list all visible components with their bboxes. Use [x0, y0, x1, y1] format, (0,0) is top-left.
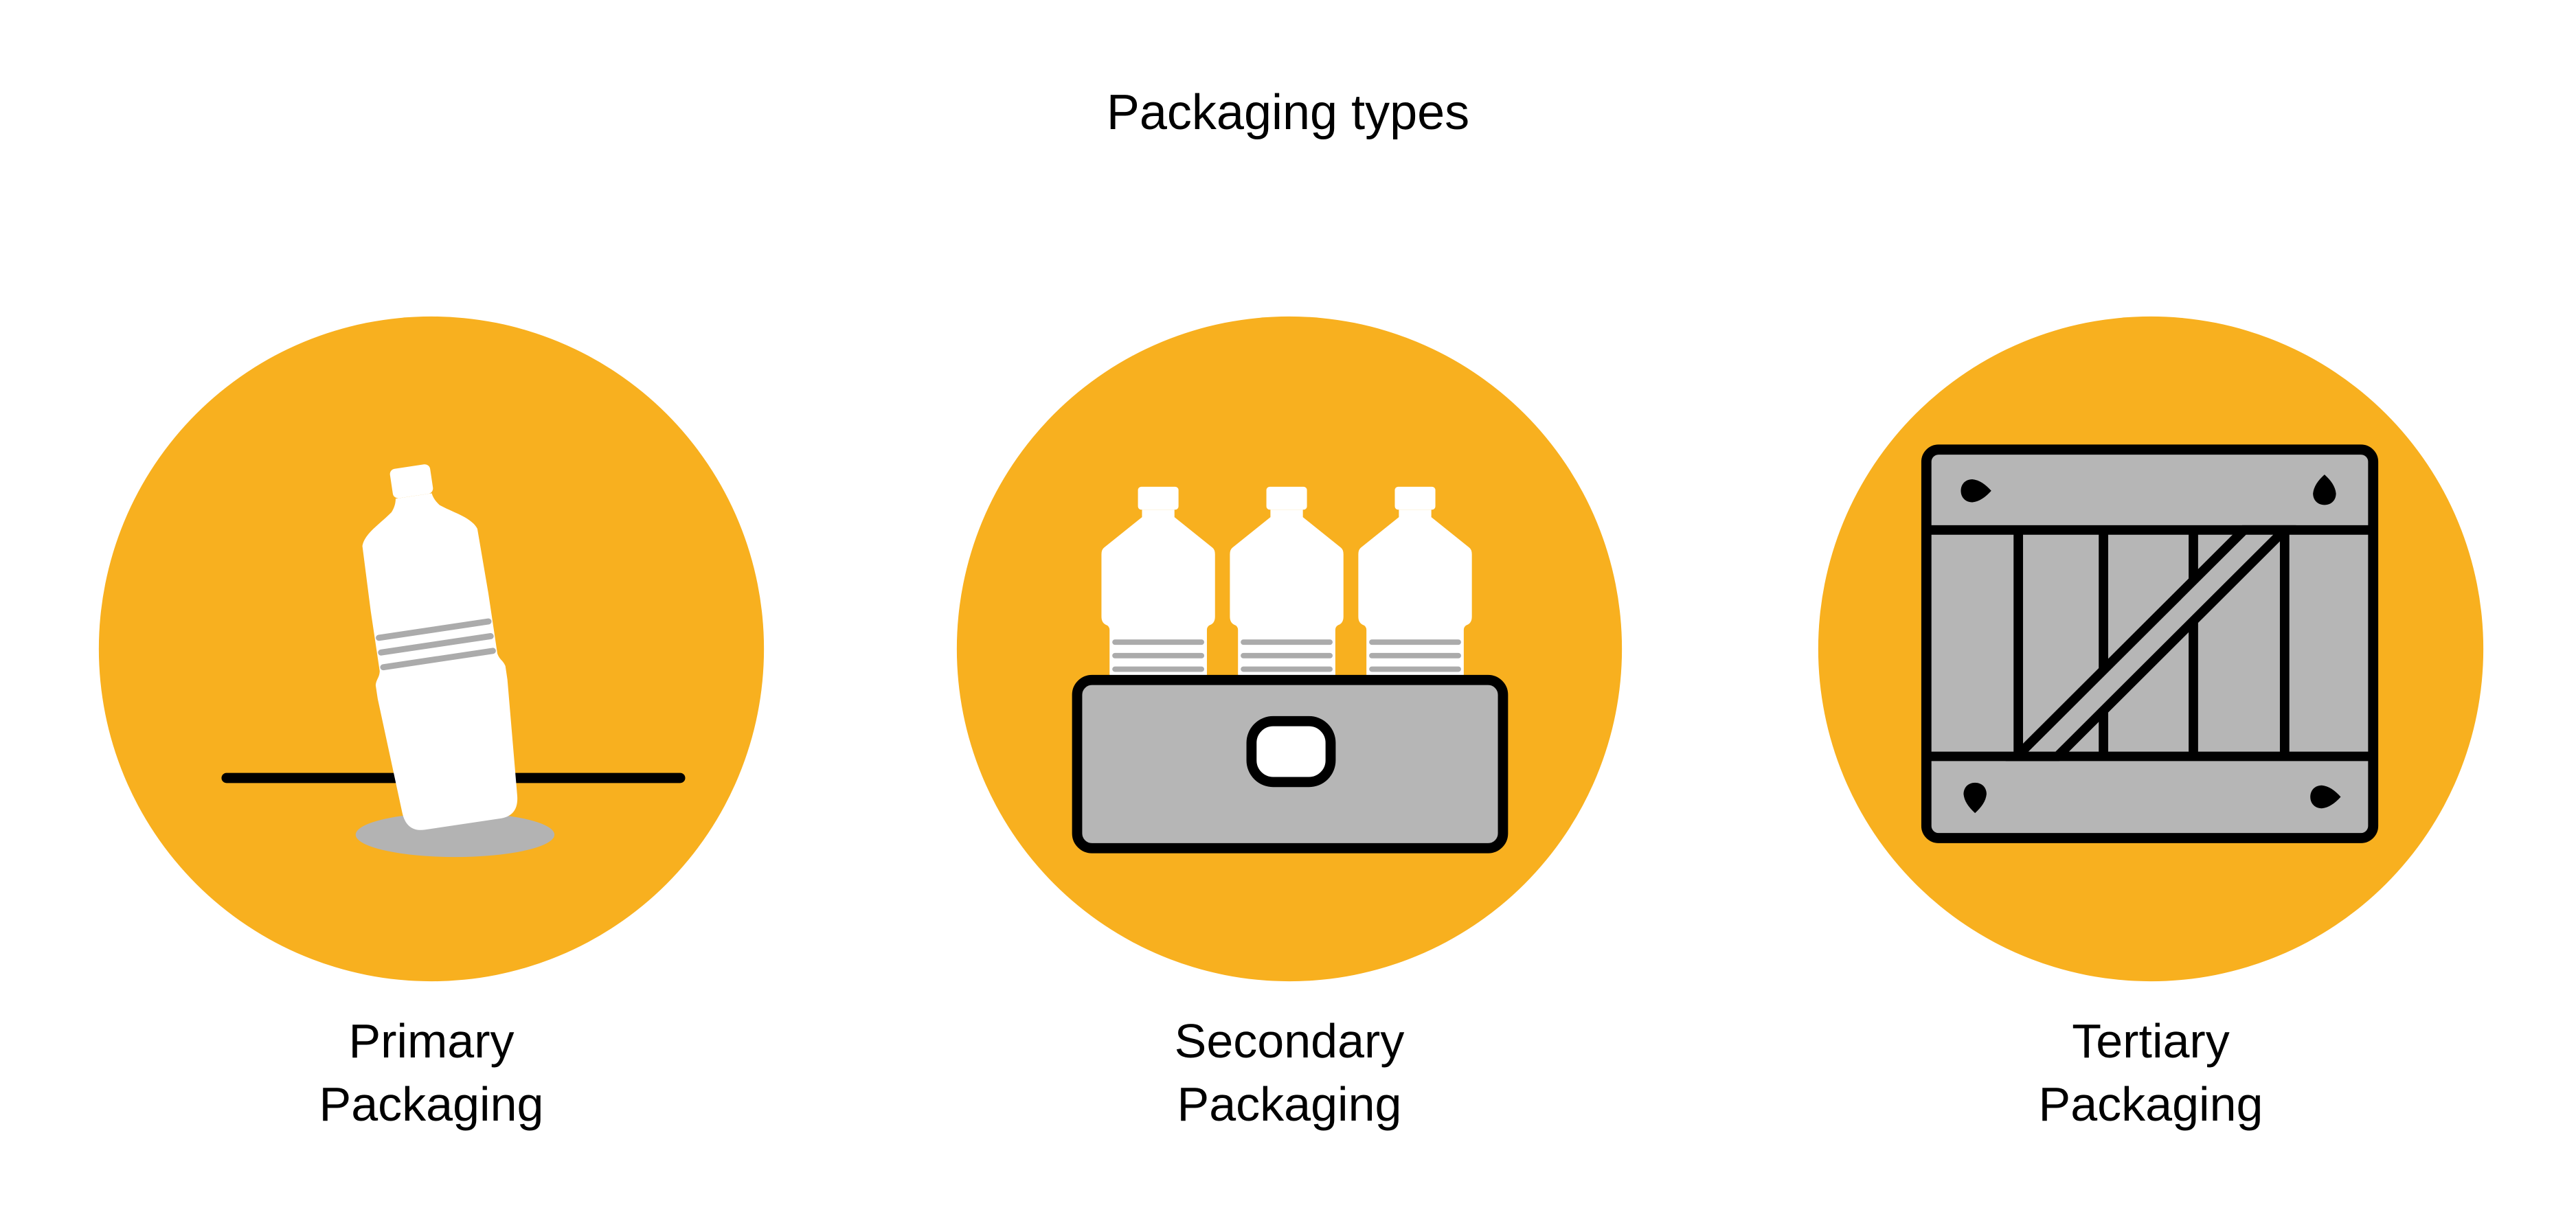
- crate-nail: [1961, 479, 1991, 503]
- diagram-title: Packaging types: [1106, 85, 1470, 140]
- bottle-tray-icon: [956, 316, 1623, 982]
- caption-tertiary: Tertiary Packaging: [1842, 1009, 2460, 1136]
- caption-line: Tertiary: [2072, 1014, 2230, 1068]
- caption-line: Packaging: [1177, 1077, 1402, 1131]
- crate-diagonal-plank: [2005, 525, 2296, 762]
- label-stripe: [376, 618, 492, 641]
- bottle-cap: [1138, 486, 1179, 510]
- bottle-cap: [1266, 486, 1307, 510]
- wooden-crate-icon: [1818, 316, 2484, 982]
- bottle: [362, 464, 518, 830]
- bottle-cap: [389, 464, 433, 499]
- crate-nail: [1963, 782, 1987, 814]
- caption-line: Packaging: [319, 1077, 544, 1131]
- label-stripe: [380, 648, 496, 671]
- tray-bottle: [1358, 486, 1472, 707]
- caption-line: Packaging: [2038, 1077, 2263, 1131]
- bottle-shadow: [355, 812, 555, 858]
- tray-bottle: [1101, 486, 1215, 707]
- caption-line: Primary: [348, 1014, 515, 1068]
- caption-line: Secondary: [1174, 1014, 1405, 1068]
- plastic-bottle-icon: [98, 316, 765, 982]
- caption-primary: Primary Packaging: [122, 1009, 741, 1136]
- tray-bottle: [1230, 486, 1344, 707]
- bottle-cap: [1394, 486, 1436, 510]
- caption-secondary: Secondary Packaging: [980, 1009, 1598, 1136]
- tray-handle: [1246, 715, 1336, 788]
- crate-nail: [2313, 474, 2336, 505]
- crate-nail: [2310, 785, 2341, 809]
- label-stripe: [378, 633, 494, 656]
